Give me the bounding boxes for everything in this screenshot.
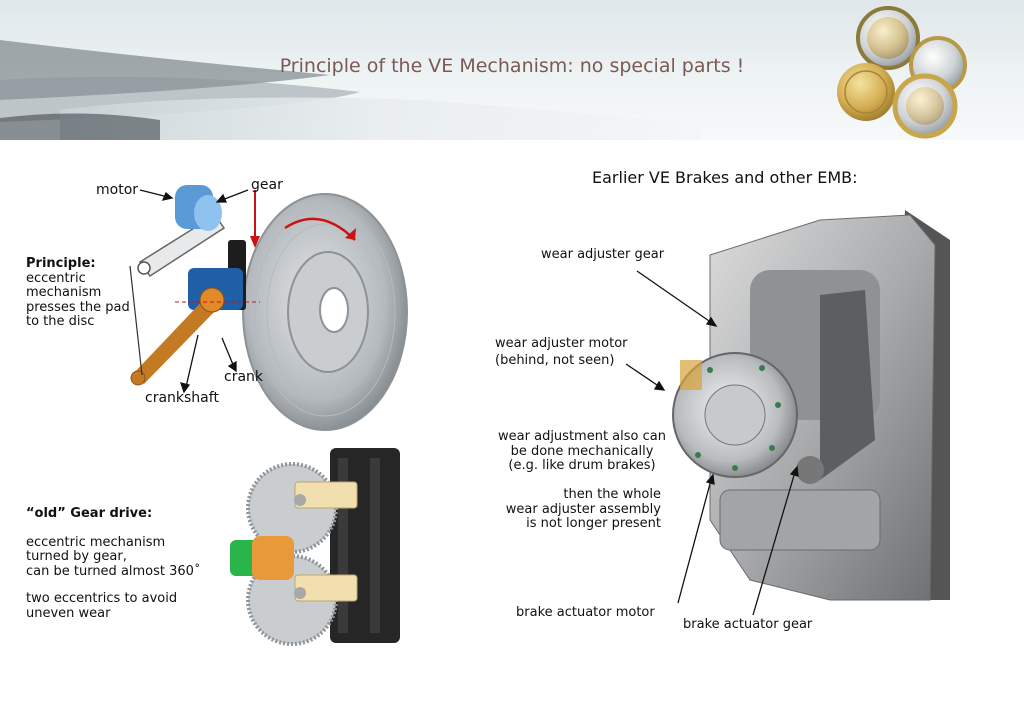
label-crankshaft: crankshaft bbox=[145, 390, 219, 406]
label-gear: gear bbox=[251, 177, 283, 193]
euro-coins-image bbox=[837, 6, 967, 139]
label-wear-adjuster-motor: wear adjuster motor bbox=[495, 336, 628, 351]
gear-drive-line: two eccentrics to avoid bbox=[26, 591, 178, 606]
then-whole-line: is not longer present bbox=[526, 516, 661, 531]
principle-text-block: Principle: eccentric mechanism presses t… bbox=[26, 256, 130, 330]
then-whole-text-block: then the whole wear adjuster assembly is… bbox=[480, 487, 661, 532]
wear-adjustment-line: be done mechanically bbox=[510, 443, 654, 459]
principle-line: to the disc bbox=[26, 314, 95, 329]
principle-line: mechanism bbox=[26, 285, 102, 300]
label-crank: crank bbox=[224, 369, 264, 385]
principle-line: presses the pad bbox=[26, 299, 130, 315]
gear-drive-text-block: “old” Gear drive: eccentric mechanism tu… bbox=[26, 506, 201, 621]
wear-adjustment-line: wear adjustment also can bbox=[498, 429, 666, 444]
gear-drive-line: turned by gear, bbox=[26, 549, 127, 564]
then-whole-line: then the whole bbox=[563, 487, 661, 502]
label-brake-actuator-gear: brake actuator gear bbox=[683, 617, 813, 632]
label-wear-adjuster-gear: wear adjuster gear bbox=[541, 247, 665, 262]
gear-drive-line: uneven wear bbox=[26, 605, 111, 621]
wear-adjustment-text-block: wear adjustment also can be done mechani… bbox=[487, 429, 677, 474]
header-banner: Principle of the VE Mechanism: no specia… bbox=[0, 0, 1024, 140]
page-title: Principle of the VE Mechanism: no specia… bbox=[279, 55, 745, 77]
emb-caliper-photo bbox=[672, 210, 950, 601]
gear-drive-line: eccentric mechanism bbox=[26, 534, 166, 550]
then-whole-line: wear adjuster assembly bbox=[505, 501, 661, 517]
wear-adjustment-line: (e.g. like drum brakes) bbox=[508, 458, 656, 473]
gear-drive-heading: “old” Gear drive: bbox=[26, 506, 153, 521]
eccentric-mechanism-illustration bbox=[129, 185, 408, 431]
right-heading: Earlier VE Brakes and other EMB: bbox=[592, 168, 858, 187]
header-decoration bbox=[0, 6, 967, 140]
label-behind-not-seen: (behind, not seen) bbox=[495, 353, 615, 368]
principle-heading: Principle: bbox=[26, 256, 96, 271]
principle-line: eccentric bbox=[26, 270, 86, 286]
label-brake-actuator-motor: brake actuator motor bbox=[516, 605, 655, 620]
old-gear-drive-illustration bbox=[230, 448, 400, 646]
gear-drive-line: can be turned almost 360˚ bbox=[26, 563, 201, 579]
label-motor: motor bbox=[96, 182, 139, 198]
